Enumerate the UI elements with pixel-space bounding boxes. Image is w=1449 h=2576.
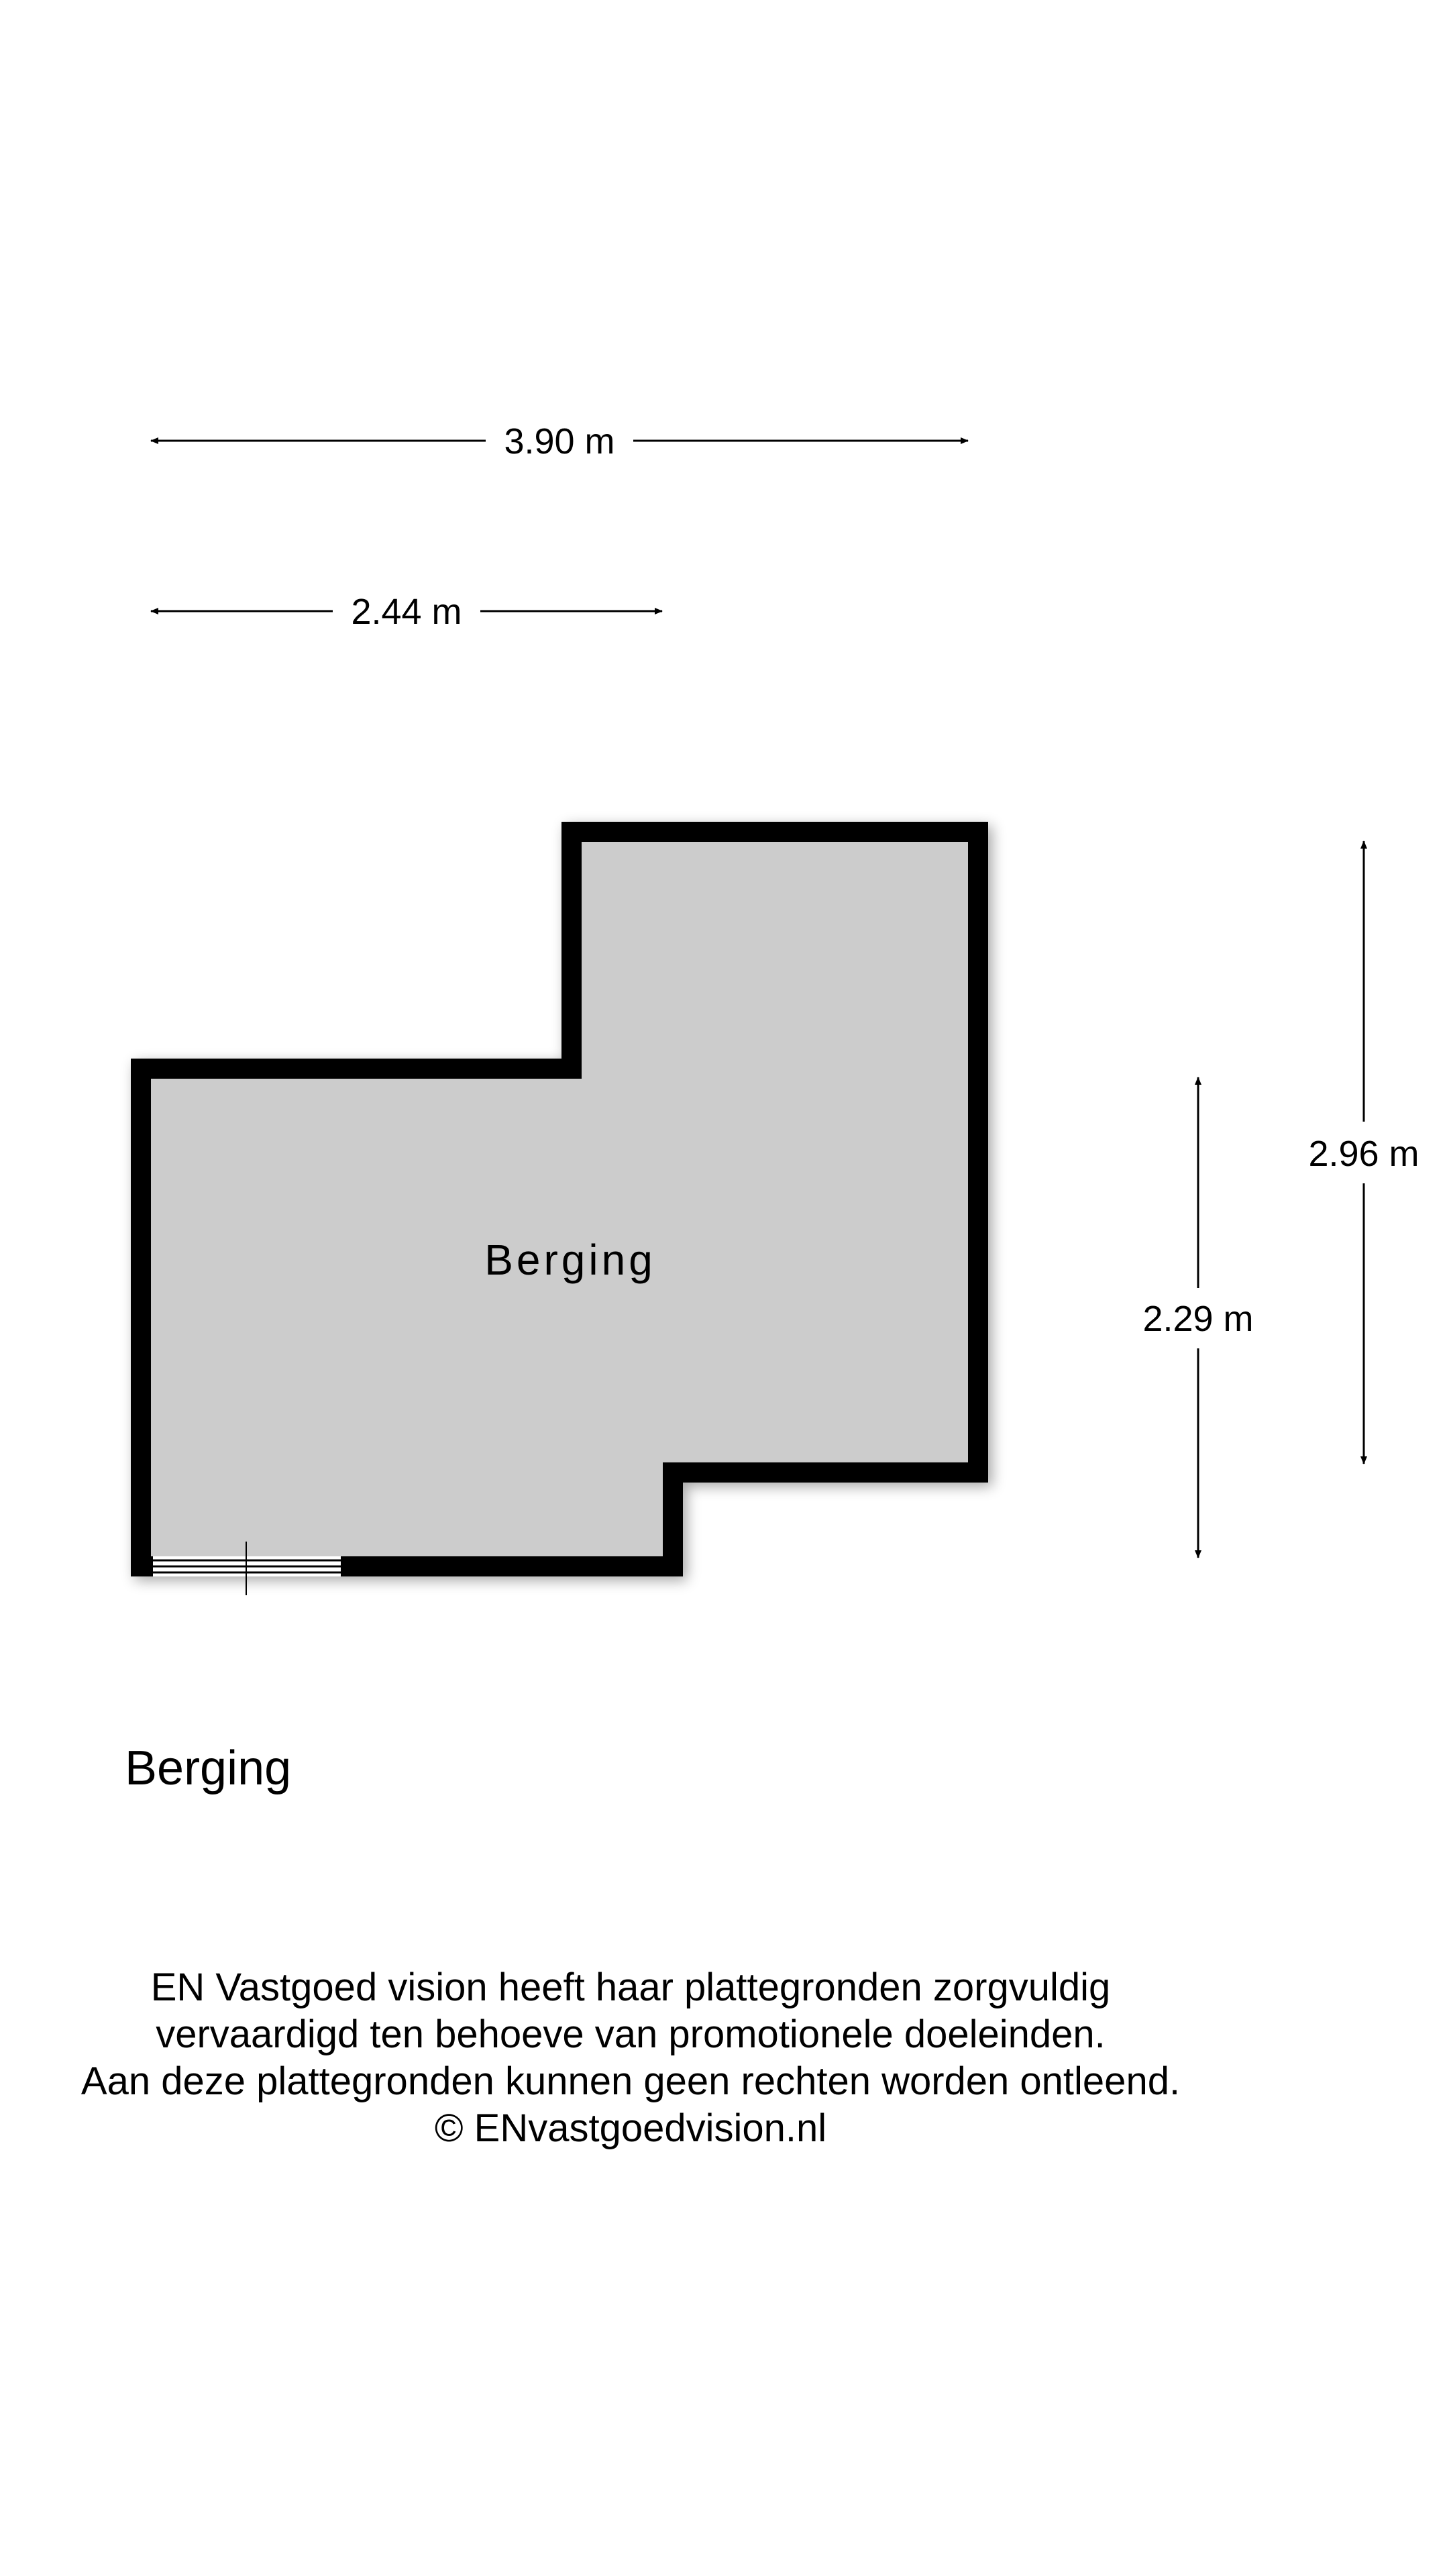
window-bottom-wall — [153, 1542, 341, 1595]
room-floor — [131, 822, 988, 1576]
dimension-total-height: 2.96 m — [1308, 841, 1419, 1464]
dimension-partial-height-label: 2.29 m — [1142, 1299, 1253, 1339]
room-label: Berging — [484, 1236, 656, 1284]
dimension-total-width: 3.90 m — [150, 421, 969, 462]
copyright-line: © ENvastgoedvision.nl — [434, 2106, 827, 2150]
dimension-partial-width: 2.44 m — [150, 592, 663, 632]
disclaimer-line: EN Vastgoed vision heeft haar plattegron… — [150, 1966, 1111, 2009]
room-berging — [131, 822, 988, 1576]
dimension-total-height-label: 2.96 m — [1308, 1134, 1419, 1174]
dimension-partial-width-label: 2.44 m — [351, 592, 462, 632]
disclaimer-line: Aan deze plattegronden kunnen geen recht… — [80, 2059, 1181, 2103]
plan-title: Berging — [125, 1741, 292, 1795]
disclaimer-line: vervaardigd ten behoeve van promotionele… — [156, 2012, 1106, 2056]
dimension-total-width-label: 3.90 m — [504, 421, 614, 462]
dimension-partial-height: 2.29 m — [1142, 1077, 1254, 1558]
disclaimer: EN Vastgoed vision heeft haar plattegron… — [0, 1964, 1261, 2152]
